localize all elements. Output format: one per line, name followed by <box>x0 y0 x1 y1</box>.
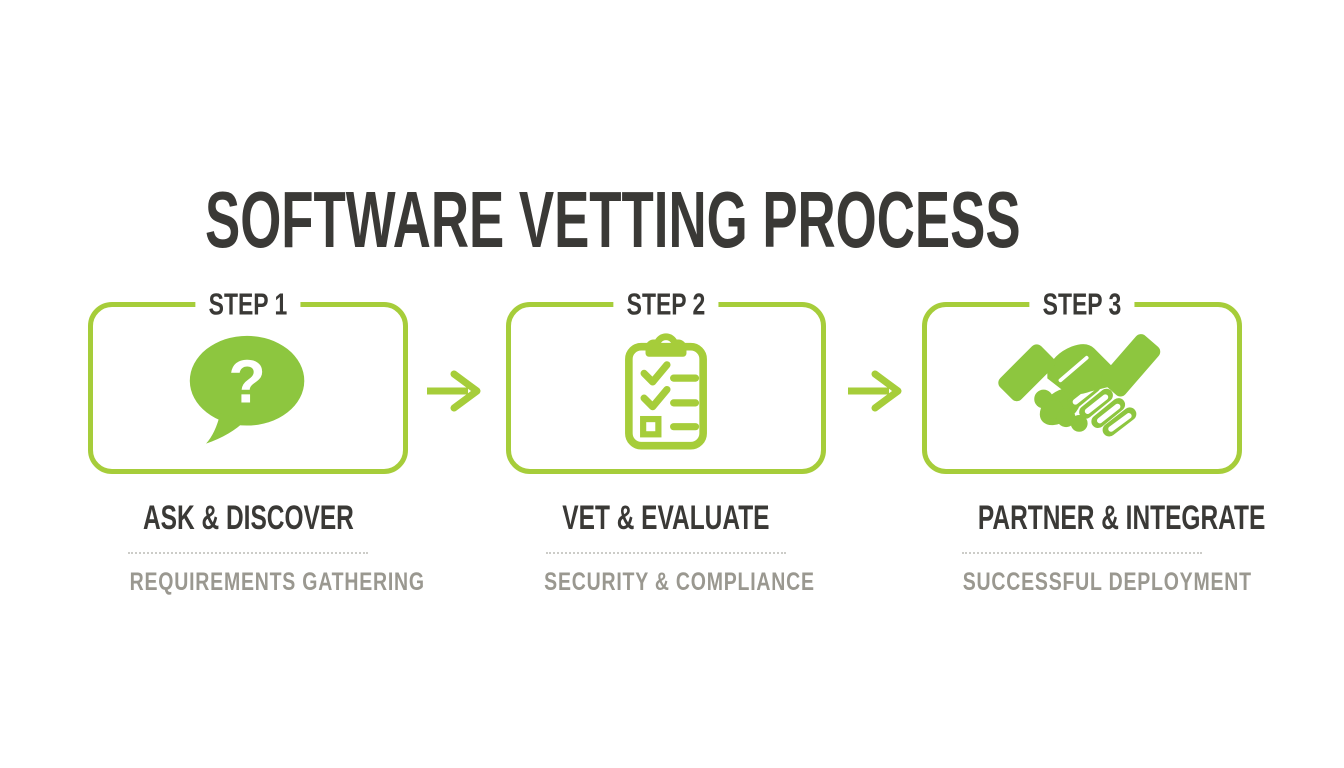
page-title: SOFTWARE VETTING PROCESS <box>205 174 1021 264</box>
step-1-icon-wrap: ? <box>186 333 310 452</box>
checklist-clipboard-icon <box>625 333 707 450</box>
dotted-divider <box>962 552 1202 554</box>
step-3-card: STEP 3 <box>922 285 1242 474</box>
dotted-divider <box>546 552 786 554</box>
step-3-subtitle: SUCCESSFUL DEPLOYMENT <box>962 568 1252 596</box>
step-3-title: PARTNER & INTEGRATE <box>977 499 1266 537</box>
step-3-label: STEP 3 <box>1029 285 1135 323</box>
step-1-caption: ASK & DISCOVER REQUIREMENTS GATHERING <box>88 498 425 597</box>
step-3-caption: PARTNER & INTEGRATE SUCCESSFUL DEPLOYMEN… <box>922 498 1266 597</box>
dotted-divider <box>128 552 368 554</box>
step-2-label: STEP 2 <box>613 285 719 323</box>
arrow-right-icon <box>848 370 902 412</box>
step-2-card: STEP 2 <box>506 285 826 474</box>
step-1-card: STEP 1 ? <box>88 285 408 474</box>
handshake-icon <box>998 334 1161 437</box>
step-2-icon-wrap <box>622 331 710 456</box>
arrow-right-icon <box>427 370 481 412</box>
step-3-icon-wrap <box>993 330 1171 457</box>
step-2-title: VET & EVALUATE <box>562 499 770 537</box>
question-mark-glyph: ? <box>228 348 265 416</box>
step-1-title: ASK & DISCOVER <box>142 499 354 537</box>
step-2-subtitle: SECURITY & COMPLIANCE <box>544 568 815 596</box>
step-1-subtitle: REQUIREMENTS GATHERING <box>129 568 425 596</box>
step-1-label: STEP 1 <box>195 285 301 323</box>
question-speech-bubble-icon: ? <box>189 335 305 444</box>
step-2-caption: VET & EVALUATE SECURITY & COMPLIANCE <box>506 498 826 597</box>
